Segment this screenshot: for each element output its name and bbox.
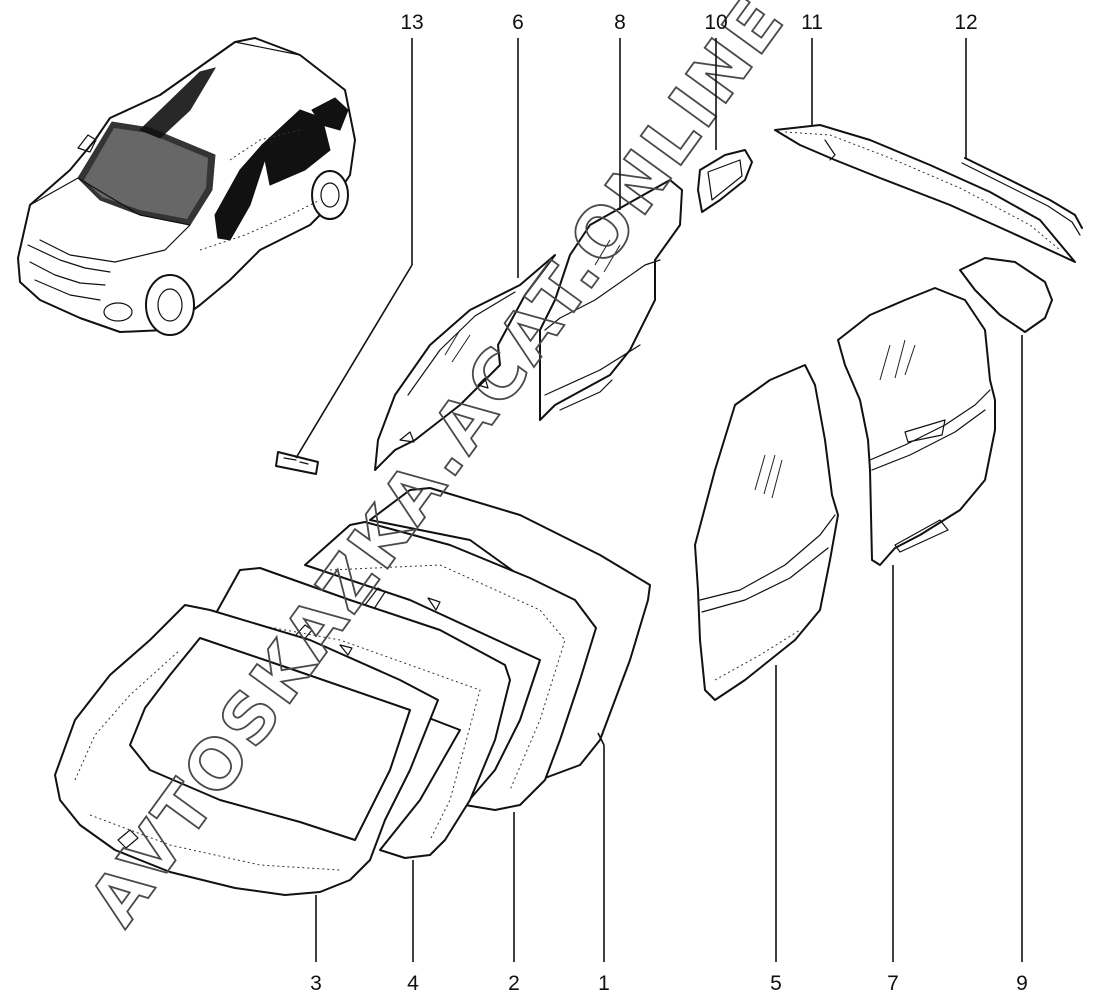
car-overview-illustration [17, 37, 356, 336]
callout-1: 1 [598, 972, 610, 995]
part-3-windshield [54, 604, 439, 896]
part-13-clip [275, 451, 319, 475]
part-5-front-door-glass [694, 364, 839, 701]
callout-5: 5 [770, 972, 782, 995]
leader-lines [295, 38, 1023, 962]
part-6-side-glass [374, 254, 556, 471]
part-9-rear-quarter-glass [959, 257, 1053, 333]
callout-2: 2 [508, 972, 520, 995]
part-10-vent-glass [697, 149, 753, 213]
callout-11: 11 [801, 11, 823, 34]
callout-6: 6 [512, 11, 524, 34]
leader-1b [597, 732, 605, 746]
part-8-quarter-glass [539, 179, 683, 421]
callout-labels: 13 6 8 10 11 12 3 4 2 1 5 7 9 [310, 11, 1028, 995]
callout-9: 9 [1016, 972, 1028, 995]
callout-8: 8 [614, 11, 626, 34]
callout-3: 3 [310, 972, 322, 995]
callout-10: 10 [704, 11, 727, 34]
callout-4: 4 [407, 972, 419, 995]
part-2-windshield [304, 521, 597, 811]
callout-7: 7 [887, 972, 899, 995]
part-7-rear-door-glass [837, 287, 996, 566]
part-11-roof-strip [774, 124, 1076, 263]
leader-13b [295, 264, 413, 459]
callout-12: 12 [954, 11, 977, 34]
part-12-seal [961, 157, 1083, 236]
callout-13: 13 [400, 11, 423, 34]
